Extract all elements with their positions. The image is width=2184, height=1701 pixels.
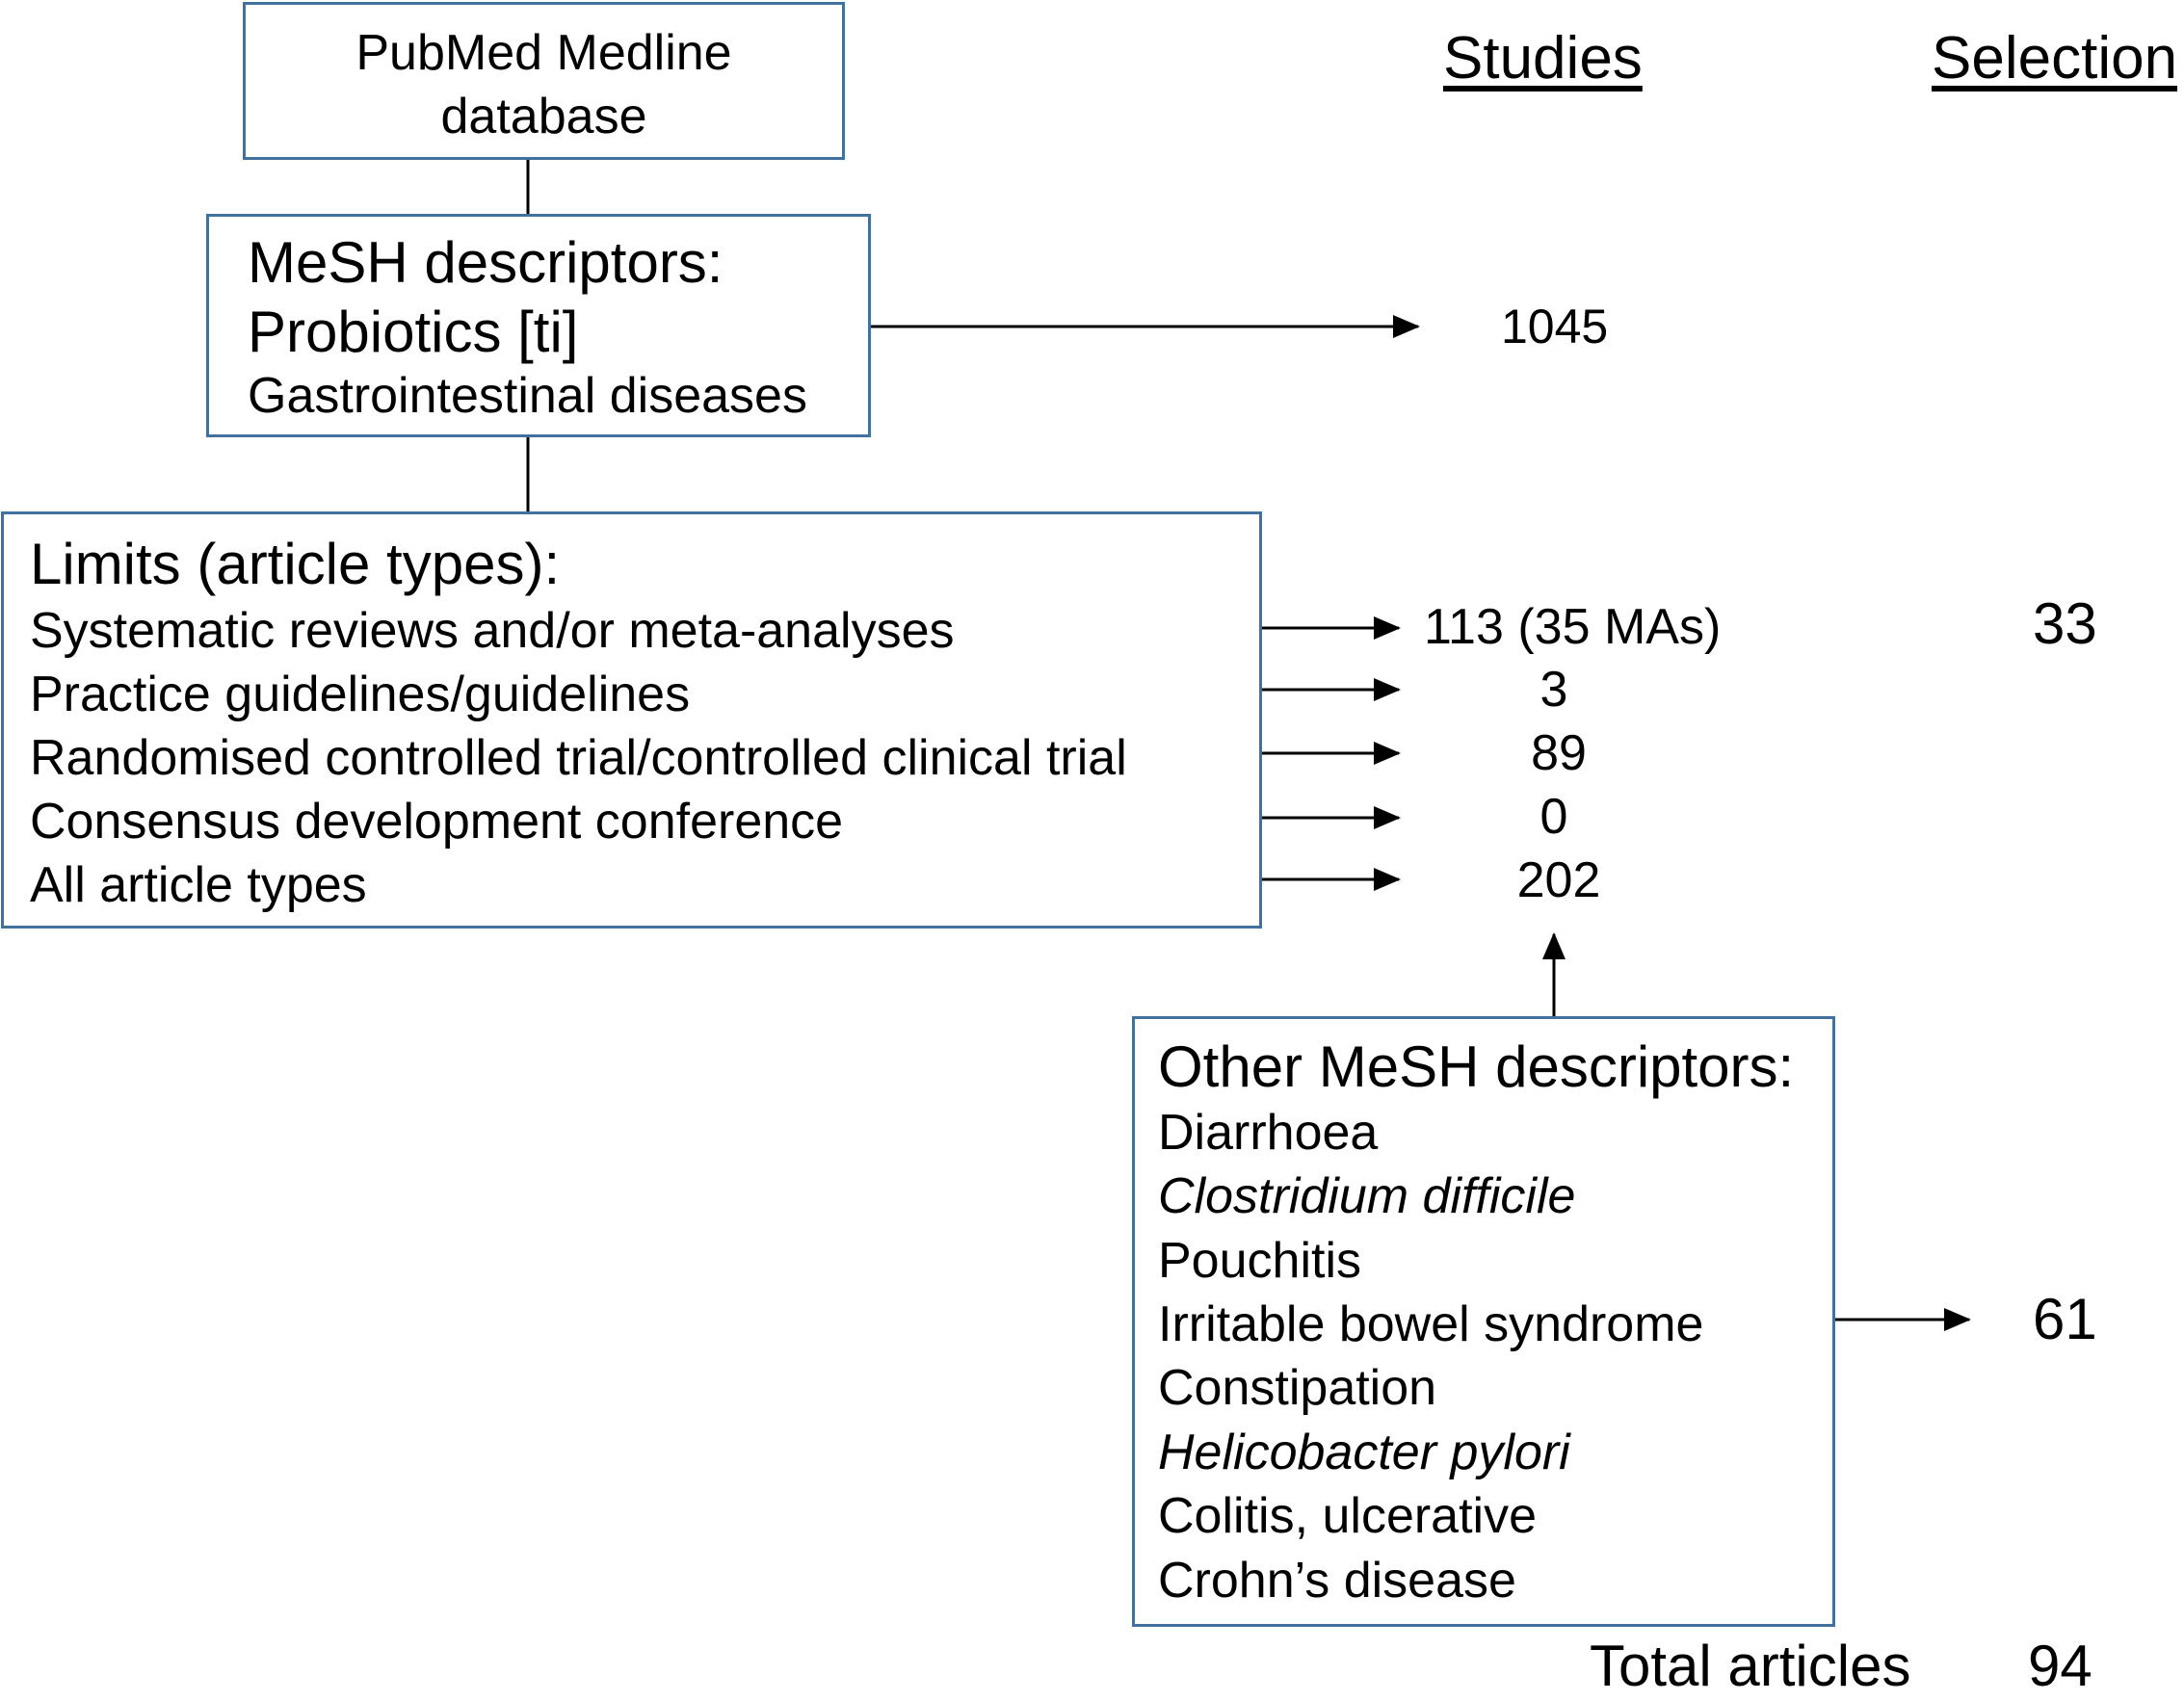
limit-label-systematic-reviews: Systematic reviews and/or meta-analyses [30,603,955,659]
limit-label-rct: Randomised controlled trial/controlled c… [30,730,1127,786]
header-selection: Selection [1932,25,2178,92]
mesh-title: MeSH descriptors: [248,230,724,295]
mesh-term-probiotics: Probiotics [ti] [248,300,579,364]
other-mesh-constipation: Constipation [1158,1360,1437,1416]
header-studies: Studies [1443,25,1643,92]
other-mesh-diarrhoea: Diarrhoea [1158,1105,1379,1161]
pubmed-line2: database [440,89,647,144]
selection-systematic-reviews: 33 [2033,591,2097,656]
pubmed-line1: PubMed Medline [355,25,732,81]
other-mesh-crohns: Crohn’s disease [1158,1553,1516,1609]
limit-studies-guidelines: 3 [1539,662,1568,718]
other-mesh-colitis: Colitis, ulcerative [1158,1488,1538,1544]
limit-studies-consensus: 0 [1539,789,1568,845]
other-mesh-title: Other MeSH descriptors: [1158,1034,1795,1099]
other-mesh-box: Other MeSH descriptors: Diarrhoea Clostr… [1132,1016,1835,1627]
limit-label-guidelines: Practice guidelines/guidelines [30,667,691,722]
other-mesh-pouchitis: Pouchitis [1158,1233,1361,1289]
limit-studies-systematic-reviews: 113 (35 MAs) [1424,599,1722,655]
other-mesh-clostridium: Clostridium difficile [1158,1168,1576,1224]
limits-box: Limits (article types): Systematic revie… [1,511,1262,929]
total-articles-value: 94 [2028,1634,2092,1698]
limit-label-all-types: All article types [30,857,367,913]
mesh-term-gi-diseases: Gastrointestinal diseases [248,368,807,424]
selection-other-mesh: 61 [2033,1287,2097,1351]
limit-label-consensus: Consensus development conference [30,794,844,850]
total-articles-label: Total articles [1590,1634,1911,1698]
mesh-studies-count: 1045 [1501,300,1609,353]
limits-title: Limits (article types): [30,532,561,596]
mesh-descriptors-box: MeSH descriptors: Probiotics [ti] Gastro… [206,214,871,437]
pubmed-box: PubMed Medline database [243,2,845,160]
other-mesh-helicobacter: Helicobacter pylori [1158,1425,1570,1480]
other-mesh-ibs: Irritable bowel syndrome [1158,1296,1704,1352]
limit-studies-rct: 89 [1531,725,1587,781]
limit-studies-all-types: 202 [1516,852,1601,908]
